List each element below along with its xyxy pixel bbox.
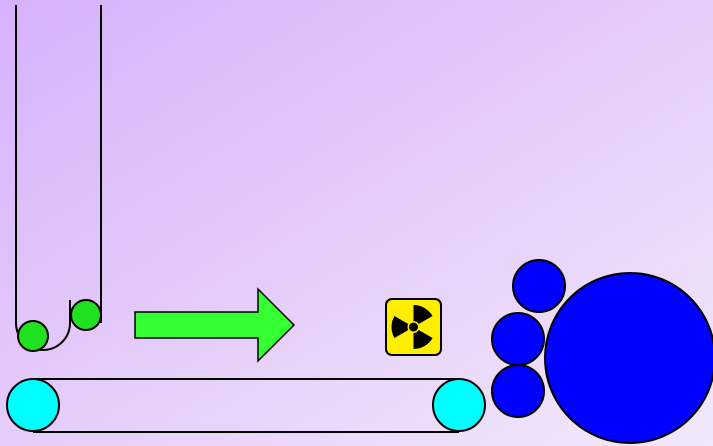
green-ball[interactable] xyxy=(17,320,49,352)
blue-ball[interactable] xyxy=(491,312,545,366)
blue-ball[interactable] xyxy=(512,259,566,313)
green-ball[interactable] xyxy=(70,299,102,331)
conveyor-belt xyxy=(6,378,486,433)
right-arrow-icon xyxy=(134,287,296,363)
conveyor-roller-left[interactable] xyxy=(6,378,60,432)
blue-ball-large[interactable] xyxy=(544,272,713,444)
trefoil xyxy=(391,305,433,349)
radiation-icon[interactable] xyxy=(385,298,442,356)
blue-ball[interactable] xyxy=(491,364,545,418)
conveyor-roller-right[interactable] xyxy=(432,378,486,432)
